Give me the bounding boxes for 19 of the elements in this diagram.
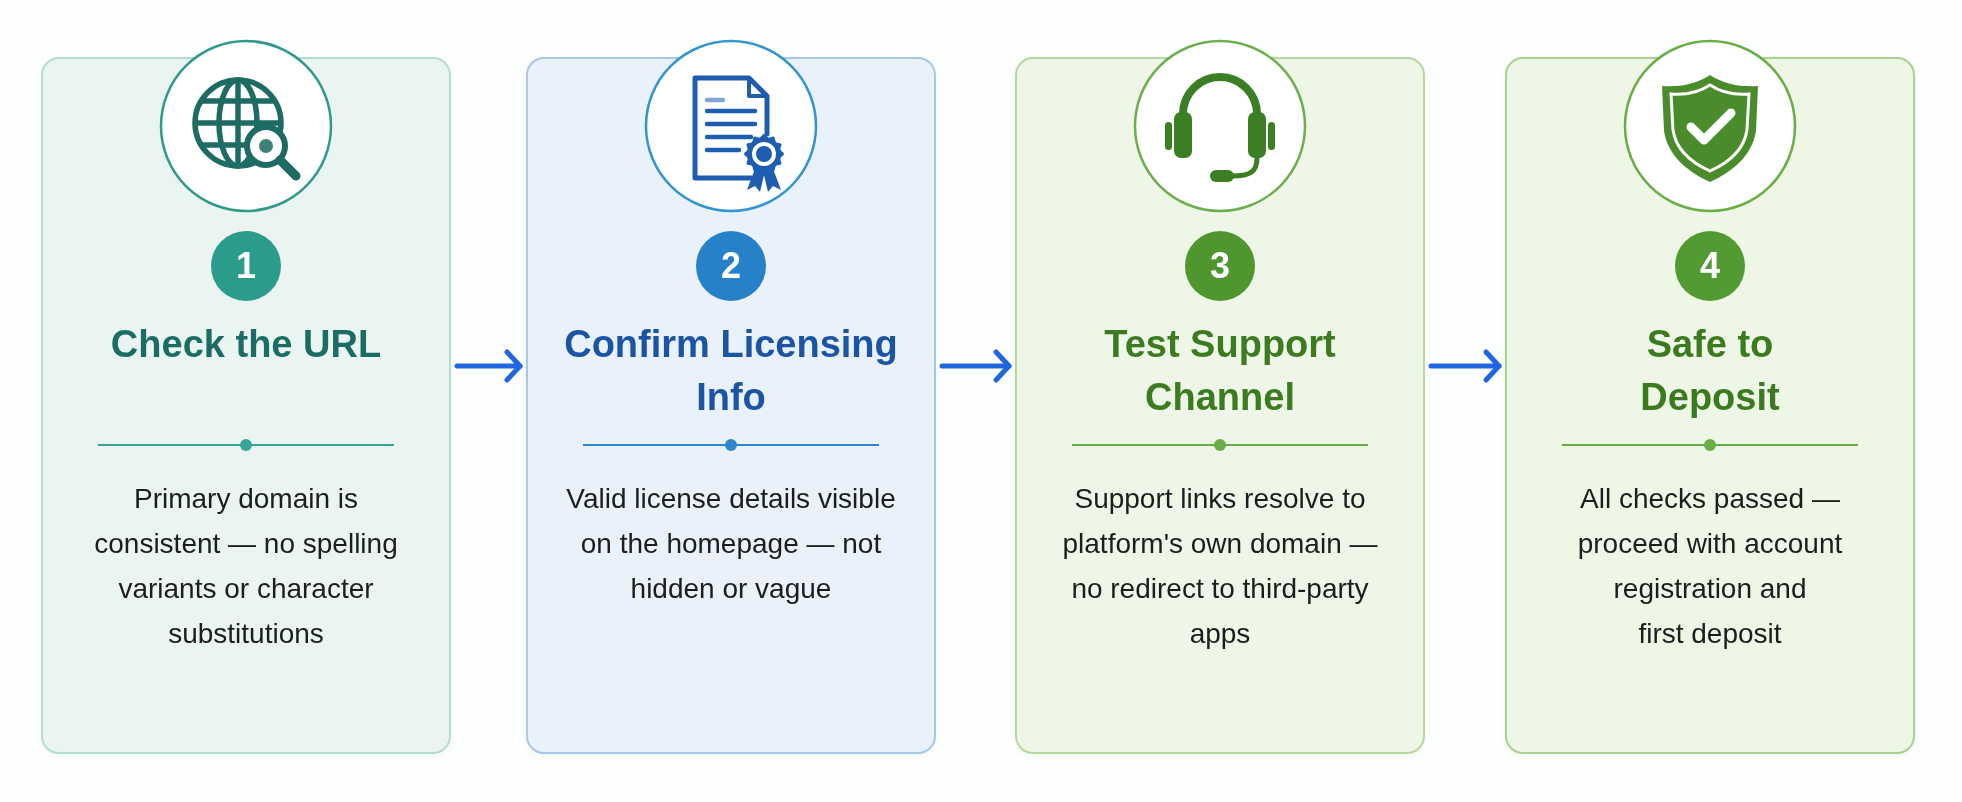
step-number: 4 [1675, 231, 1745, 301]
step-description: Support links resolve to platform's own domain — no redirect to third-party apps [1061, 482, 1379, 651]
step-description: All checks passed — proceed with account registration and first deposit [1576, 482, 1844, 651]
step-number: 1 [211, 231, 281, 301]
step-number: 2 [696, 231, 766, 301]
arrow [454, 349, 523, 383]
arrow [1428, 349, 1502, 383]
step-title: Test Support Channel [1103, 322, 1337, 420]
step-title: Safe to Deposit [1639, 322, 1781, 420]
step-number: 3 [1185, 231, 1255, 301]
step-card [1015, 57, 1425, 754]
step-description: Valid license details visible on the homepage — not hidden or vague [566, 482, 896, 606]
step-title: Confirm Licensing Info [563, 322, 899, 420]
arrow [939, 349, 1012, 383]
step-description: Primary domain is consistent — no spelling variants or character substitutions [93, 482, 399, 651]
step-card [41, 57, 451, 754]
step-card [1505, 57, 1915, 754]
step-title: Check the URL [110, 322, 382, 367]
step-card [526, 57, 936, 754]
